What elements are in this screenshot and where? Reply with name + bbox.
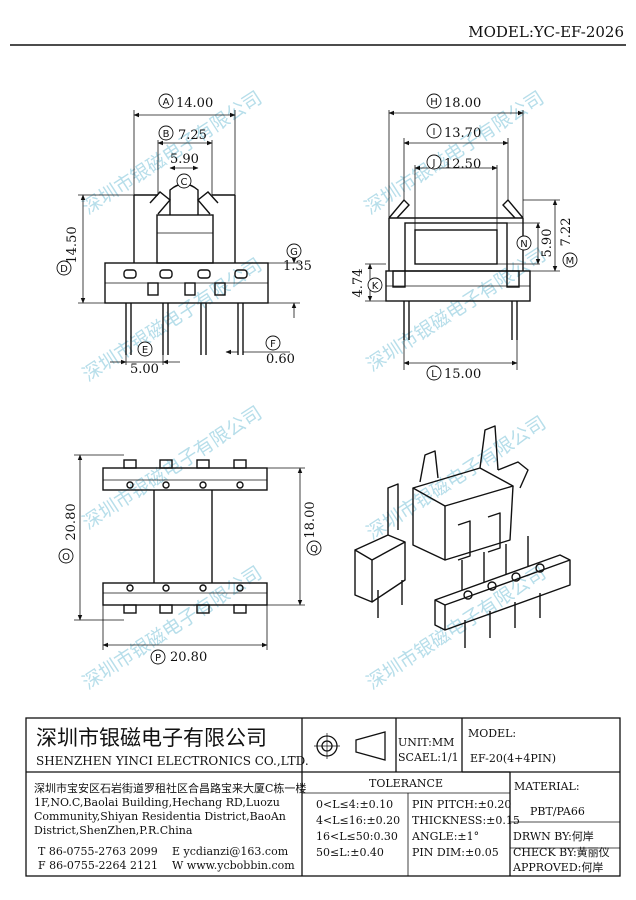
front-view-dimensions	[78, 110, 300, 365]
tel: T 86-0755-2763 2099	[38, 845, 158, 858]
dim-value-J: 12.50	[444, 157, 481, 172]
tolerance-row: ANGLE:±1°	[411, 830, 479, 843]
dim-value-E: 5.00	[130, 362, 159, 377]
dim-label-G: G	[290, 247, 298, 258]
dim-value-A: 14.00	[176, 96, 213, 111]
email: E ycdianzi@163.com	[172, 845, 289, 858]
dim-label-C: C	[181, 177, 188, 188]
approved-by: APPROVED:何岸	[512, 861, 603, 874]
dim-value-L: 15.00	[444, 367, 481, 382]
drawn-by: DRWN BY:何岸	[513, 830, 594, 843]
dim-label-P: P	[155, 653, 161, 664]
dim-value-Q: 18.00	[303, 501, 318, 538]
dim-label-I: I	[433, 127, 436, 138]
dim-label-J: J	[432, 158, 436, 169]
dim-value-C: 5.90	[170, 152, 199, 167]
dim-value-D: 14.50	[65, 226, 80, 263]
dim-value-N: 5.90	[540, 229, 555, 258]
dim-label-A: A	[163, 97, 170, 108]
dim-label-O: O	[62, 552, 70, 563]
material-label: MATERIAL:	[514, 780, 580, 793]
tolerance-row: PIN DIM:±0.05	[412, 846, 499, 859]
title-block-text: 深圳市银磁电子有限公司 SHENZHEN YINCI ELECTRONICS C…	[34, 726, 610, 874]
model-header: MODEL:YC-EF-2026	[468, 23, 624, 41]
bottom-view-labels: O 20.80 18.00 Q P 20.80	[58, 501, 322, 665]
dim-value-M: 7.22	[559, 218, 574, 247]
bottom-view-dimensions	[74, 454, 305, 650]
dim-value-K: 4.74	[351, 269, 366, 298]
tolerance-row: 0<L≤4:±0.10	[316, 798, 393, 811]
tolerance-row: PIN PITCH:±0.20	[412, 798, 511, 811]
company-name-en: SHENZHEN YINCI ELECTRONICS CO.,LTD.	[36, 754, 309, 768]
front-view	[104, 183, 269, 355]
watermark-text: 深圳市银磁电子有限公司	[363, 412, 550, 544]
material-value: PBT/PA66	[530, 805, 585, 818]
front-view-labels: A 14.00 B 7.25 5.90 C 14.50 D G 1.35 E 5…	[56, 93, 312, 377]
side-view-labels: H 18.00 I 13.70 J 12.50 N 5.90 7.22 M 4.…	[351, 93, 578, 382]
dim-label-L: L	[431, 369, 437, 380]
tolerance-row: 16<L≤50:0.30	[316, 830, 398, 843]
tolerance-row: 4<L≤16:±0.20	[316, 814, 400, 827]
dim-value-P: 20.80	[170, 650, 207, 665]
dim-label-N: N	[520, 239, 527, 250]
model-label: MODEL:	[468, 727, 516, 740]
dim-value-G: 1.35	[283, 259, 312, 274]
watermarks: 深圳市银磁电子有限公司 深圳市银磁电子有限公司 深圳市银磁电子有限公司 深圳市银…	[79, 87, 550, 694]
tolerance-row: THICKNESS:±0.15	[412, 814, 520, 827]
fax: F 86-0755-2264 2121	[38, 859, 158, 872]
isometric-view	[354, 425, 571, 648]
model-value: EF-20(4+4PIN)	[470, 752, 556, 765]
dim-value-I: 13.70	[444, 126, 481, 141]
dim-value-O: 20.80	[64, 503, 79, 540]
tolerance-row: 50≤L:±0.40	[316, 846, 384, 859]
website: W www.ycbobbin.com	[172, 859, 295, 872]
dim-value-H: 18.00	[444, 96, 481, 111]
dim-label-F: F	[270, 339, 276, 350]
address-en-line: 1F,NO.C,Baolai Building,Hechang RD,Luozu	[34, 796, 280, 809]
title-block	[25, 717, 621, 877]
dim-label-E: E	[142, 345, 148, 356]
dim-label-B: B	[163, 129, 170, 140]
check-by: CHECK BY:黄丽仪	[513, 845, 610, 859]
address-en-line: Community,Shiyan Residentia District,Bao…	[34, 810, 286, 823]
scale: SCAEL:1/1	[398, 751, 459, 764]
unit: UNIT:MM	[398, 736, 454, 749]
side-view	[385, 198, 531, 340]
dim-label-M: M	[566, 256, 575, 267]
dim-label-D: D	[60, 264, 68, 275]
side-view-dimensions	[365, 110, 560, 370]
dim-label-H: H	[430, 97, 438, 108]
address-en-line: District,ShenZhen,P.R.China	[34, 824, 193, 837]
dim-label-Q: Q	[310, 544, 318, 555]
dim-value-B: 7.25	[178, 128, 207, 143]
dim-value-F: 0.60	[266, 352, 295, 367]
tolerance-title: TOLERANCE	[369, 777, 443, 790]
company-name-cn: 深圳市银磁电子有限公司	[36, 726, 267, 750]
watermark-text: 深圳市银磁电子有限公司	[79, 562, 266, 694]
address-cn: 深圳市宝安区石岩街道罗租社区合昌路宝来大厦C栋一楼	[34, 781, 306, 795]
dim-label-K: K	[372, 281, 379, 292]
bottom-view	[102, 459, 268, 614]
watermark-text: 深圳市银磁电子有限公司	[363, 562, 550, 694]
